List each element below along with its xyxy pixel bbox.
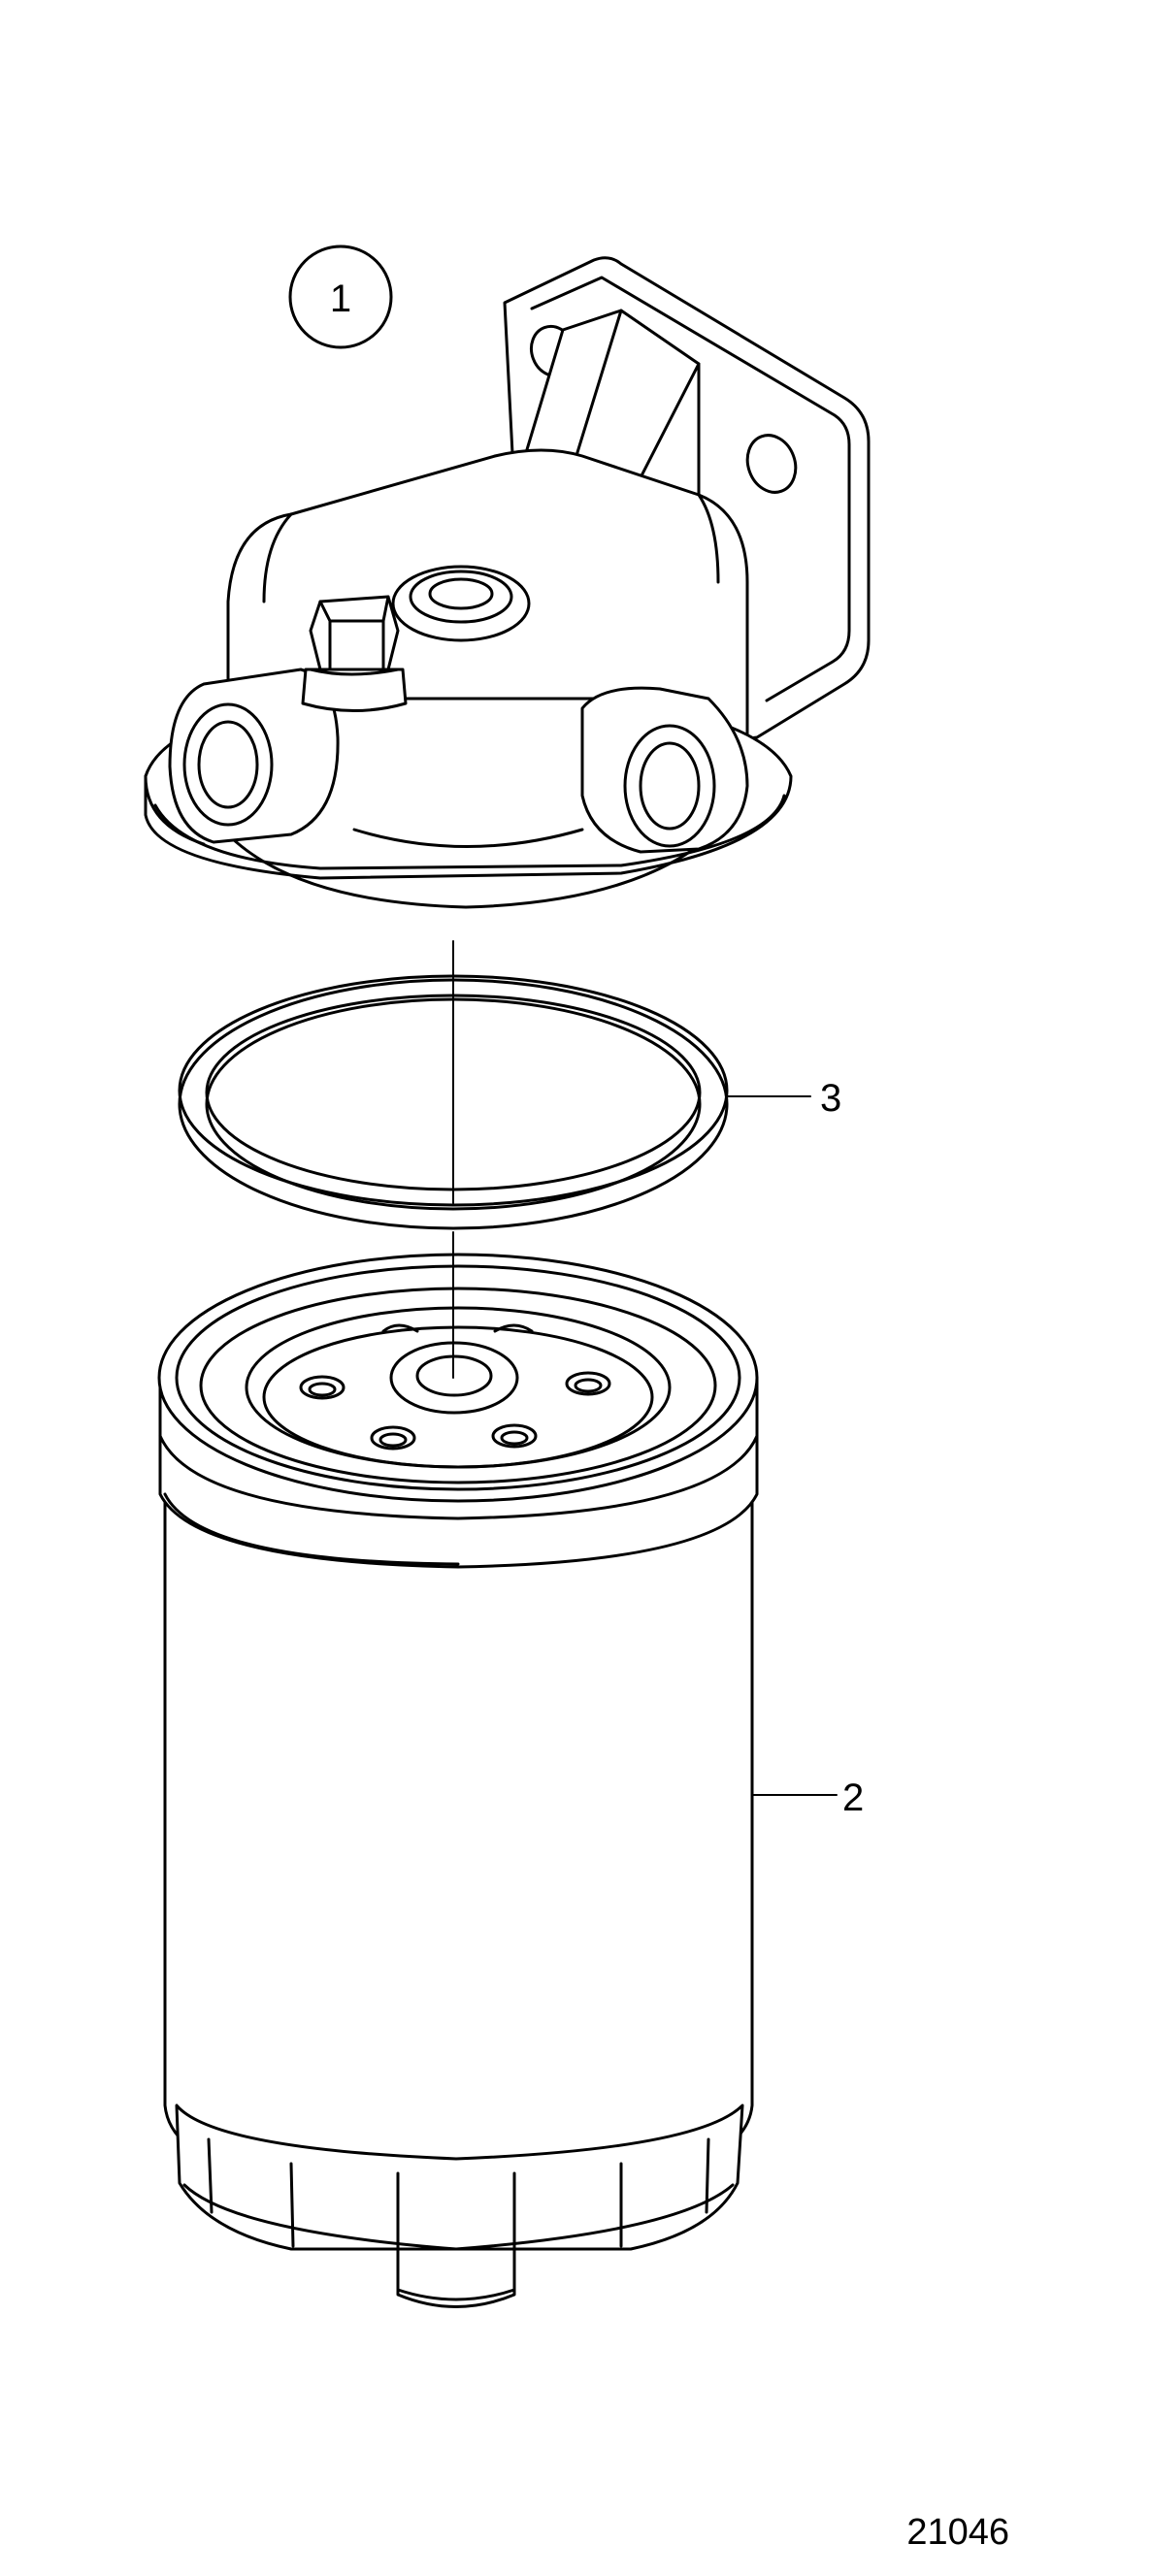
filter-head-bracket [144, 256, 871, 909]
figure-number: 21046 [906, 2512, 1009, 2553]
callout-3-label: 3 [820, 1077, 841, 1120]
callout-2-label: 2 [842, 1777, 864, 1819]
callout-1: 1 [288, 245, 393, 349]
filter-cartridge [157, 1253, 759, 2308]
callout-1-label: 1 [330, 277, 351, 320]
